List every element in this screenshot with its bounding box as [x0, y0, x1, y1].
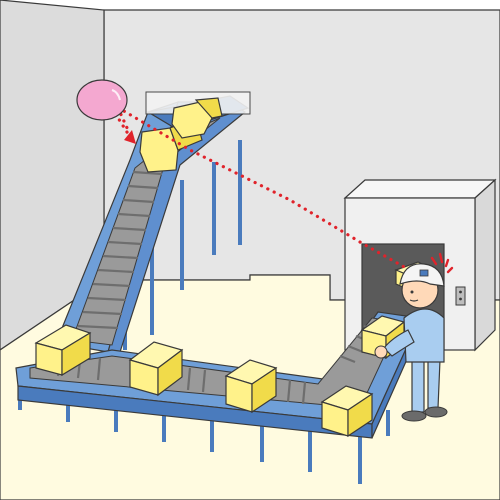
worker-shoe-right	[424, 406, 448, 418]
floor-conveyor-legs	[18, 390, 390, 484]
warning-burst-icon	[430, 252, 454, 274]
hazard-balloon-icon	[76, 79, 128, 121]
box-2	[128, 341, 184, 397]
box-4	[320, 385, 374, 438]
worker-figure	[374, 252, 454, 422]
jammed-boxes	[139, 97, 223, 173]
boxes-on-conveyor	[34, 261, 432, 438]
incline-belt	[71, 117, 221, 346]
machine-enclosure	[343, 178, 497, 352]
hazard-arrowhead	[124, 130, 136, 144]
worker-shoe-left	[401, 410, 427, 422]
worker-hand	[374, 345, 388, 359]
box-3	[224, 359, 278, 414]
box-1	[34, 324, 92, 377]
incline-belt-ribs	[77, 170, 163, 330]
machine-panel	[455, 286, 466, 306]
floor-conveyor	[15, 311, 421, 439]
